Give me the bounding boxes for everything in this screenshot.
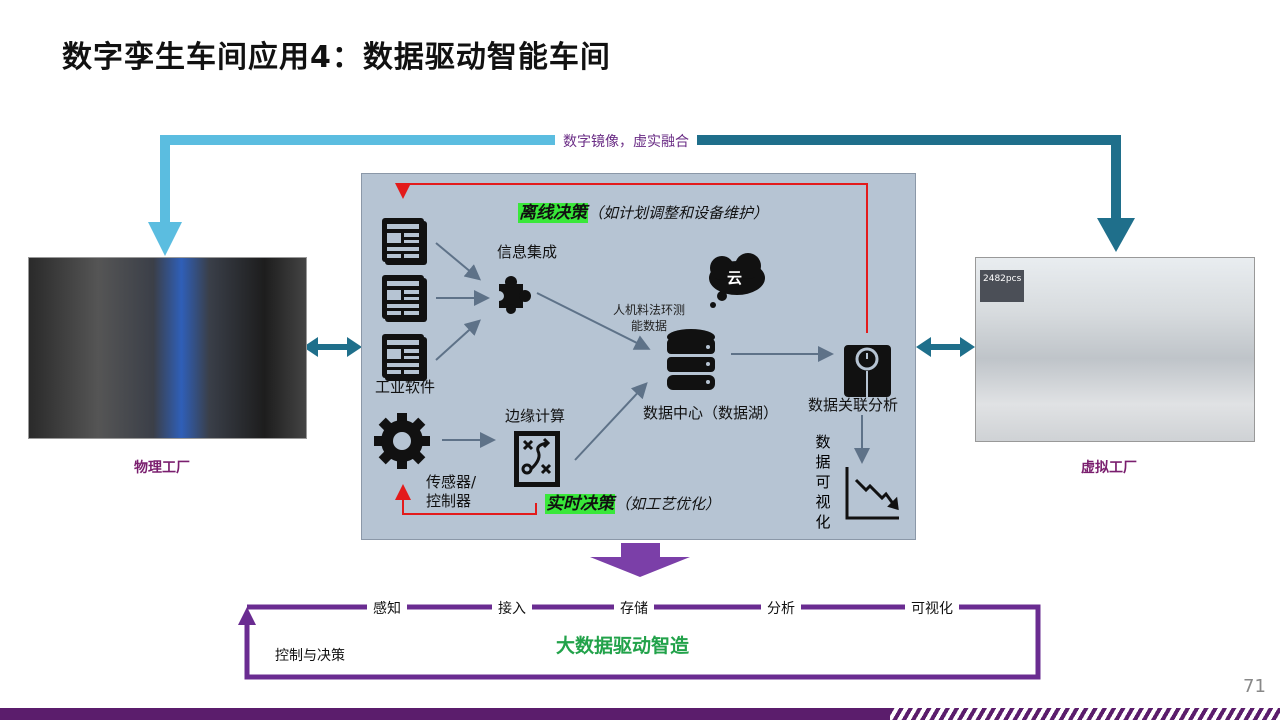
- virtual-factory-label: 虚拟工厂: [1081, 460, 1137, 476]
- page-title: 数字孪生车间应用4：数据驱动智能车间: [62, 40, 611, 75]
- control-decision-label: 控制与决策: [275, 648, 345, 664]
- offline-decision-note: （如计划调整和设备维护）: [588, 204, 769, 222]
- physical-factory-image: [28, 257, 307, 439]
- cloud-label: 云: [727, 269, 743, 287]
- edge-computing-icon: [514, 431, 560, 487]
- offline-decision: 离线决策（如计划调整和设备维护）: [518, 198, 768, 223]
- footer-hatch: [890, 708, 1280, 720]
- virtual-factory-image: 2482pcs: [975, 257, 1255, 442]
- mirror-loop-right: [640, 135, 1135, 252]
- loop-arrowhead: [238, 607, 256, 625]
- stage-sense: 感知: [367, 598, 407, 618]
- trend-chart-icon: [845, 467, 899, 520]
- production-counter: 2482pcs: [980, 270, 1025, 302]
- vis-char: 视: [815, 493, 831, 511]
- gear-icon: [374, 413, 430, 469]
- footer-bar: [0, 708, 890, 720]
- sensor-line2: 控制器: [426, 492, 472, 510]
- data-center-label: 数据中心（数据湖）: [643, 404, 779, 422]
- stage-analysis: 分析: [761, 598, 801, 618]
- vis-char: 可: [815, 473, 831, 491]
- realtime-decision-label: 实时决策: [545, 494, 615, 514]
- mirror-loop-label: 数字镜像，虚实融合: [555, 131, 697, 151]
- cloud-icon: [709, 253, 765, 308]
- industrial-software-label: 工业软件: [375, 378, 436, 396]
- page-number: 71: [1243, 676, 1266, 697]
- vis-char: 化: [815, 513, 831, 531]
- physical-factory-label: 物理工厂: [134, 460, 190, 476]
- stage-storage: 存储: [614, 598, 654, 618]
- scale-analysis-icon: [844, 345, 891, 397]
- stage-visualization: 可视化: [905, 598, 959, 618]
- vis-char: 据: [815, 453, 831, 471]
- info-integration-label: 信息集成: [497, 243, 558, 261]
- software-document-icon: [382, 218, 427, 381]
- flow-arrows: [435, 242, 870, 464]
- visualization-vertical-label: 数 据 可 视 化: [815, 432, 831, 532]
- puzzle-icon: [494, 276, 531, 314]
- sensor-controller-label: 传感器/ 控制器: [426, 473, 476, 511]
- big-data-manufacturing-label: 大数据驱动智造: [556, 635, 690, 657]
- offline-decision-label: 离线决策: [518, 203, 588, 223]
- data-types-line1: 人机料法环测: [612, 303, 685, 317]
- mirror-loop-left: [148, 135, 640, 256]
- physical-link-arrow: [303, 337, 362, 357]
- realtime-decision-note: （如工艺优化）: [615, 495, 721, 513]
- virtual-link-arrow: [916, 337, 975, 357]
- stage-access: 接入: [492, 598, 532, 618]
- data-types-line2: 能数据: [630, 319, 667, 333]
- database-icon: [667, 329, 715, 390]
- down-arrow: [590, 543, 690, 577]
- offline-feedback-line: [395, 183, 868, 333]
- edge-computing-label: 边缘计算: [505, 407, 566, 425]
- data-types-label: 人机料法环测 能数据: [604, 302, 694, 334]
- realtime-feedback-line: [395, 484, 537, 515]
- vis-char: 数: [815, 433, 831, 451]
- sensor-line1: 传感器/: [426, 473, 477, 491]
- correlation-analysis-label: 数据关联分析: [808, 396, 899, 414]
- realtime-decision: 实时决策（如工艺优化）: [545, 489, 720, 514]
